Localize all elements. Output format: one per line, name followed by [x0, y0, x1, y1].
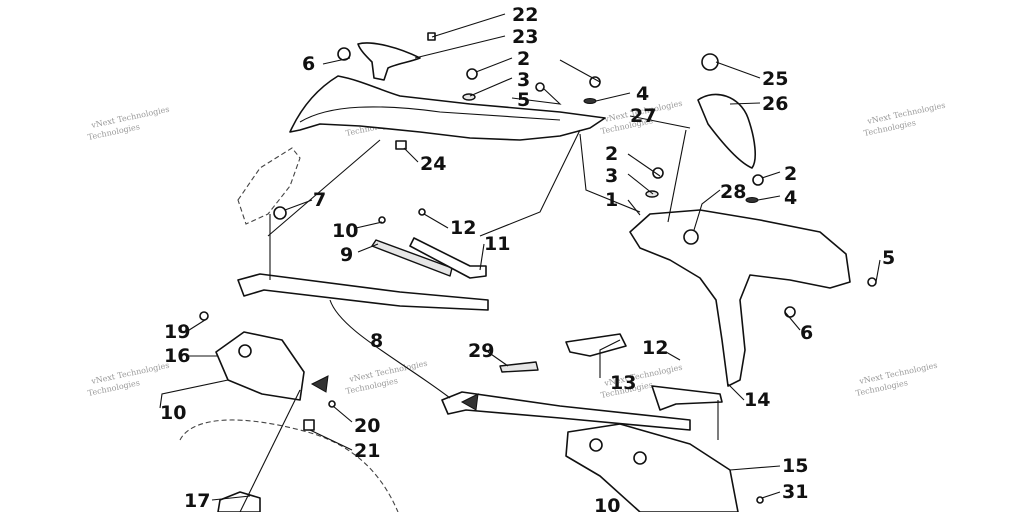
callout-26: 26 [762, 93, 788, 115]
callout-12-top: 12 [450, 217, 476, 239]
plate-16 [215, 331, 305, 401]
callout-15: 15 [782, 455, 808, 477]
screw-31 [756, 496, 764, 504]
callout-12-lower: 12 [642, 337, 668, 359]
callout-25: 25 [762, 68, 788, 90]
marker-arrow-left [310, 375, 329, 393]
callout-7: 7 [313, 189, 326, 211]
marker-arrow-mid [460, 393, 479, 411]
clip-28 [683, 229, 699, 245]
cover-26 [697, 93, 757, 169]
callout-16: 16 [164, 345, 190, 367]
washer-3-mid [645, 190, 659, 198]
callout-6-right: 6 [800, 322, 813, 344]
watermark-left: vNext Technologies Technologies [87, 105, 170, 142]
ring-25 [701, 53, 719, 71]
screw-2-left [466, 68, 478, 80]
clip-21 [303, 419, 315, 431]
callout-9: 9 [340, 244, 353, 266]
callout-2-top: 2 [517, 48, 530, 70]
callout-21: 21 [354, 440, 380, 462]
plate-hole [238, 344, 252, 358]
pin-12-top [418, 208, 426, 216]
lower-frame-dashed [179, 419, 399, 512]
callout-11: 11 [484, 233, 510, 255]
pin-10-top [378, 216, 386, 224]
callout-6-top: 6 [302, 53, 315, 75]
strip-9 [371, 239, 453, 277]
callout-20: 20 [354, 415, 380, 437]
upper-left-panel [289, 75, 606, 141]
screw-6-right [784, 306, 796, 318]
frame-15 [565, 423, 739, 512]
watermark-bottom-left: vNext Technologies Technologies [87, 361, 170, 398]
callout-10-left: 10 [160, 402, 186, 424]
callout-28: 28 [720, 181, 746, 203]
callout-labels: 22 23 6 2 3 5 4 27 25 26 24 2 3 1 28 2 4… [160, 4, 895, 512]
watermark-top-right: vNext Technologies Technologies [863, 101, 946, 138]
frame-hole-1 [589, 438, 603, 452]
callout-4-right: 4 [784, 187, 797, 209]
callout-2-right: 2 [784, 163, 797, 185]
nut-4-top [583, 98, 597, 104]
callout-14: 14 [744, 389, 770, 411]
callout-24: 24 [420, 153, 446, 175]
watermark-bottom-right: vNext Technologies Technologies [855, 361, 938, 398]
left-bracket-dashed [237, 147, 301, 225]
frame-hole-2 [633, 451, 647, 465]
callout-27: 27 [630, 105, 656, 127]
callout-31: 31 [782, 481, 808, 503]
upper-left-panel-ridge [299, 106, 561, 123]
knob-6 [337, 47, 351, 61]
callout-3-top: 3 [517, 69, 530, 91]
screw-2-right [752, 174, 764, 186]
nut-7 [273, 206, 287, 220]
callout-5-top: 5 [517, 89, 530, 111]
callout-5-right: 5 [882, 247, 895, 269]
bracket-13 [565, 333, 627, 357]
callout-13: 13 [610, 372, 636, 394]
callout-2-mid: 2 [605, 143, 618, 165]
callout-19: 19 [164, 321, 190, 343]
screw-2-mid [652, 167, 664, 179]
callout-10-bottom: 10 [594, 495, 620, 512]
watermark-bottom-center: vNext Technologies Technologies [345, 359, 428, 396]
callout-4-top: 4 [636, 83, 649, 105]
rail-lower [441, 391, 691, 431]
callout-29: 29 [468, 340, 494, 362]
bracket-11 [409, 237, 487, 279]
bracket-17 [217, 491, 261, 512]
callout-23: 23 [512, 26, 538, 48]
screw-5-top [535, 82, 545, 92]
clip-24 [395, 140, 407, 150]
screw-2-top [589, 76, 601, 88]
right-console-1 [629, 209, 851, 387]
handle-cup [357, 42, 421, 81]
callout-17: 17 [184, 490, 210, 512]
tab-14 [651, 385, 723, 411]
callout-8: 8 [370, 330, 383, 352]
nut-4-right [745, 197, 759, 203]
leader-lines [159, 13, 881, 512]
callout-1: 1 [605, 189, 618, 211]
screw-5-right [867, 277, 877, 287]
callout-3-mid: 3 [605, 165, 618, 187]
callout-22: 22 [512, 4, 538, 26]
pad-29 [499, 361, 539, 373]
callout-10-top: 10 [332, 220, 358, 242]
screw-20 [328, 400, 336, 408]
rail-8 [237, 273, 489, 311]
screw-19 [199, 311, 209, 321]
